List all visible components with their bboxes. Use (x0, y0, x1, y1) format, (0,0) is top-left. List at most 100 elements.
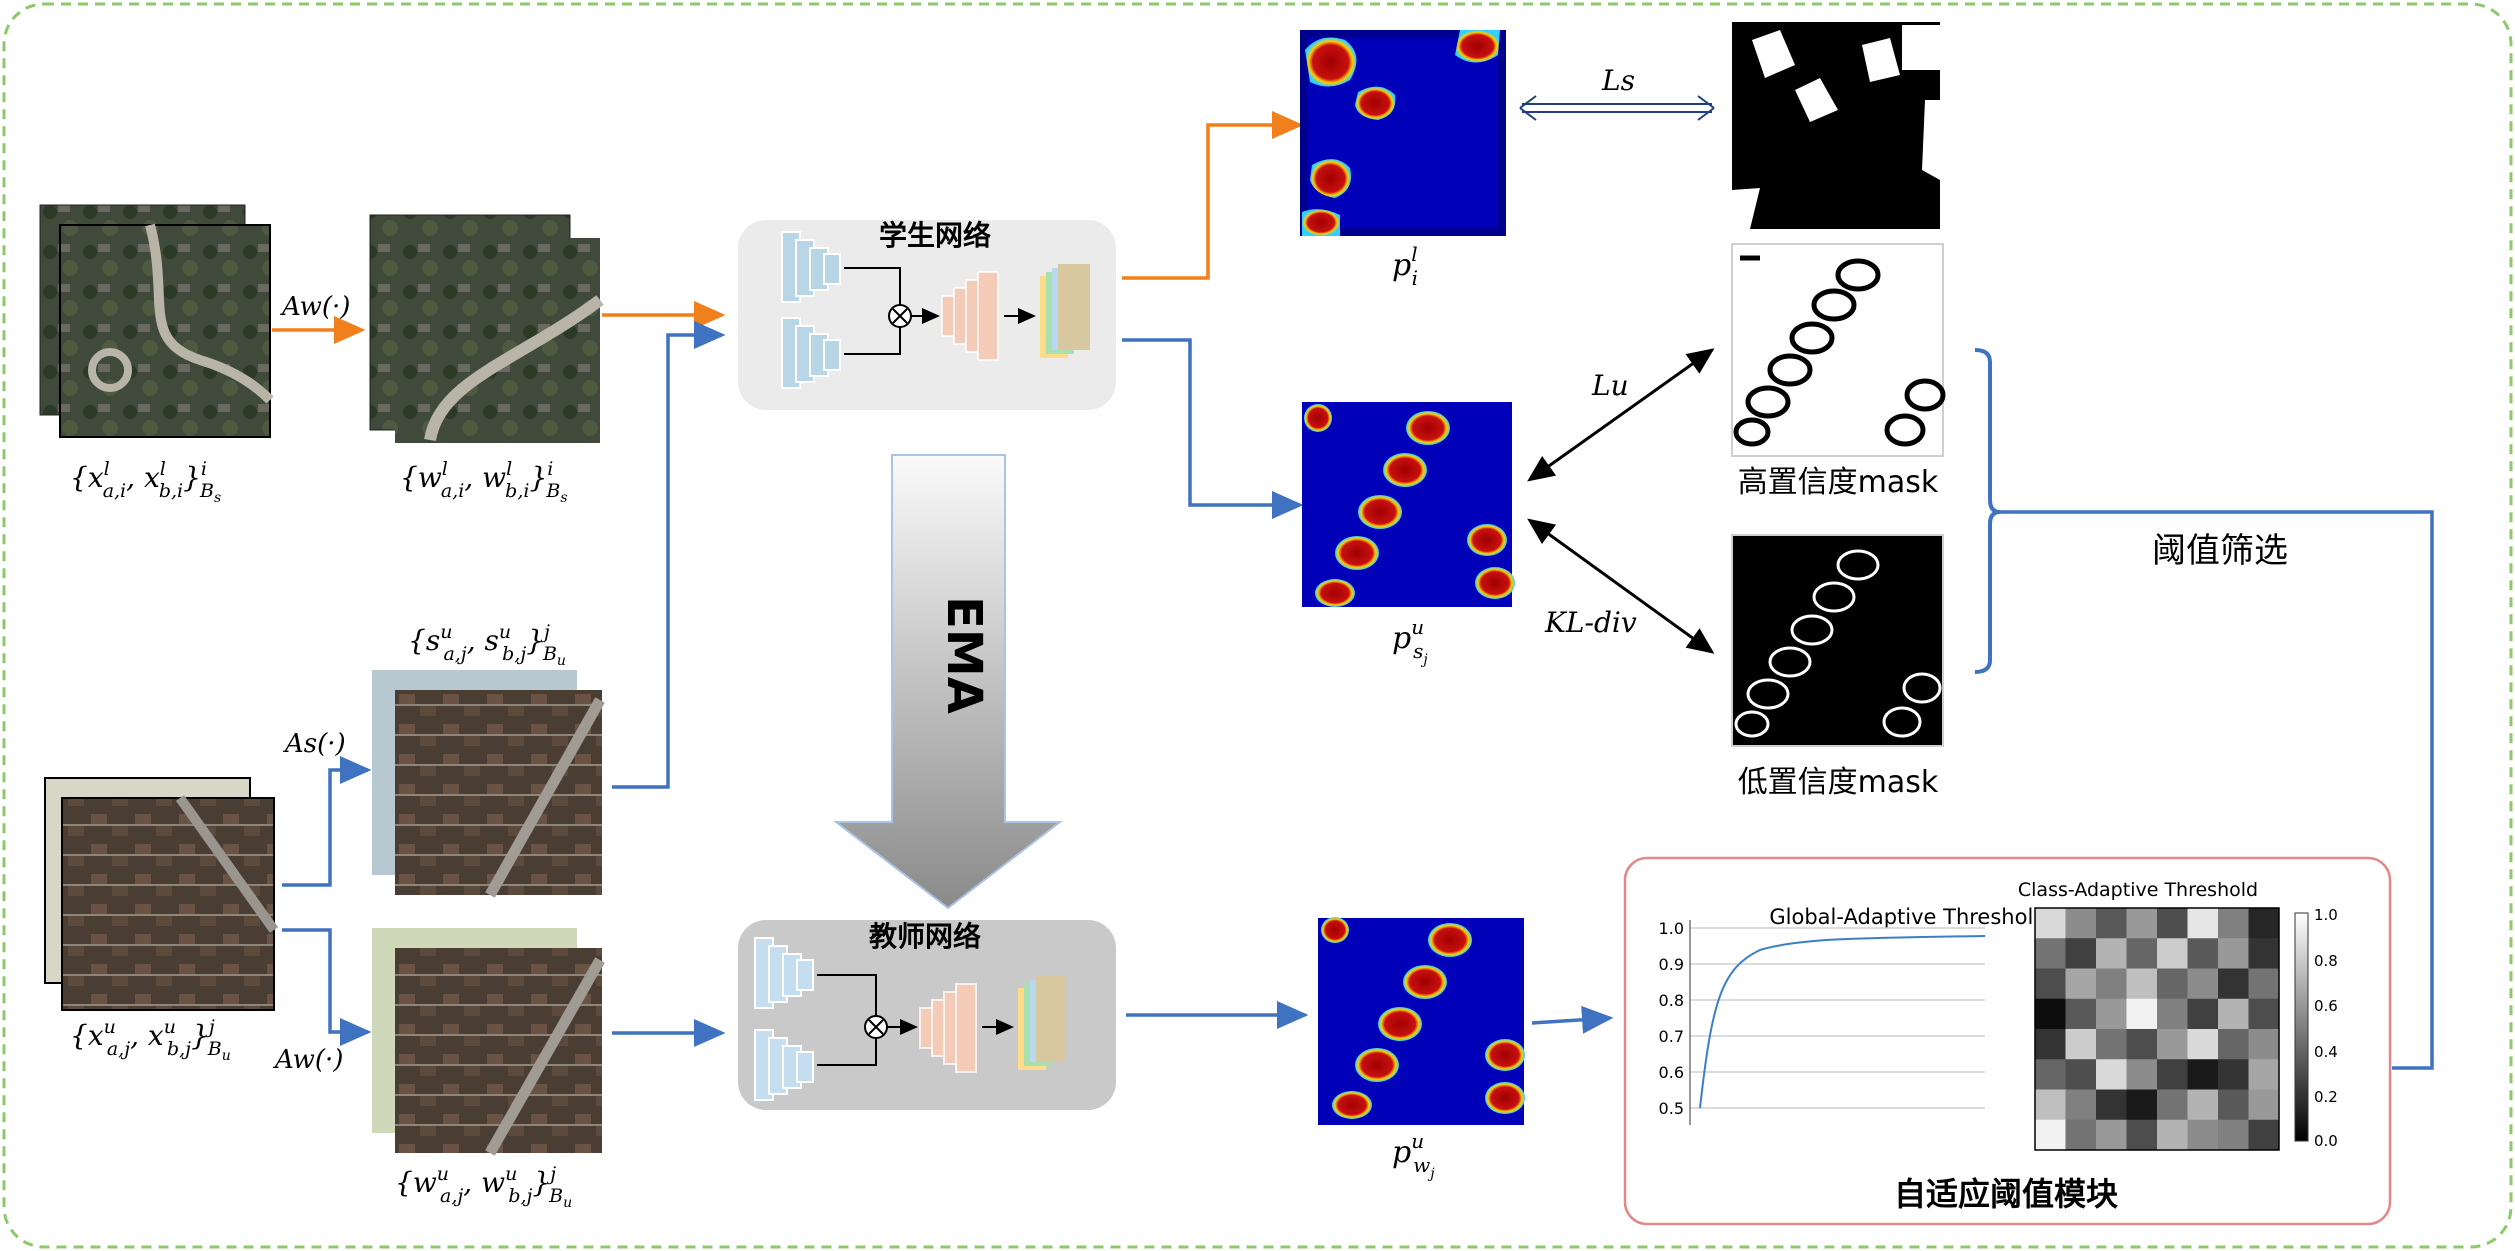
student-encoder-icon (781, 231, 841, 389)
heatmap-cell (2187, 1029, 2219, 1060)
heatmap-cell (2065, 938, 2097, 969)
heatmap-cell (2218, 1119, 2249, 1151)
heatmap-cell (2248, 1059, 2280, 1090)
colorbar-tick: 0.4 (2314, 1043, 2338, 1061)
low-confidence-mask (1731, 534, 1944, 747)
heatmap-cell (2035, 908, 2066, 939)
ls-label: Ls (1601, 64, 1635, 97)
global-ytick: 0.9 (1659, 955, 1684, 974)
heatmap-cell (2157, 1119, 2188, 1151)
heatmap-cell (2187, 998, 2219, 1030)
colorbar-tick: 0.6 (2314, 997, 2338, 1015)
adaptive-threshold-module: 自适应阈值模块 Global-Adaptive Threshold 1.0 0.… (1623, 856, 2392, 1226)
prediction-map-strong (1302, 402, 1515, 607)
heatmap-cell (2065, 998, 2097, 1030)
heatmap-cell (2035, 1089, 2066, 1121)
mask-bracket (1974, 348, 2001, 674)
heatmap-cell (2096, 998, 2127, 1030)
heatmap-cell (2126, 1089, 2158, 1121)
ground-truth-mask (1732, 22, 1940, 229)
heatmap-cell (2126, 1029, 2158, 1060)
global-ytick: 0.6 (1659, 1063, 1684, 1082)
heatmap-cell (2096, 1059, 2127, 1090)
kl-label: KL-div (1544, 606, 1637, 639)
labeled-weak-images (369, 214, 604, 443)
heatmap-cell (2218, 1089, 2249, 1121)
global-chart-yticks: 1.0 0.9 0.8 0.7 0.6 0.5 (1659, 919, 1684, 1118)
heatmap-cell (2218, 908, 2249, 939)
high-mask-label: 高置信度mask (1738, 465, 1939, 500)
heatmap-cell (2187, 938, 2219, 969)
global-ytick: 0.5 (1659, 1099, 1684, 1118)
student-to-pl-arrow (1122, 111, 1304, 280)
colorbar-tick: 0.2 (2314, 1088, 2338, 1106)
ema-label: EMA (936, 596, 992, 714)
heatmap-cell (2065, 1029, 2097, 1060)
pw-to-module-arrow (1531, 1005, 1614, 1034)
heatmap-cell (2157, 1029, 2188, 1060)
heatmap-cell (2157, 938, 2188, 969)
teacher-encoder-icon (754, 937, 814, 1101)
heatmap-cell (2096, 1119, 2127, 1151)
student-fusion-icon (888, 304, 912, 328)
heatmap-cell (2035, 998, 2066, 1030)
high-confidence-mask (1731, 243, 1946, 457)
heatmap-cell (2187, 908, 2219, 939)
colorbar-ticks: 1.0 0.8 0.6 0.4 0.2 0.0 (2314, 906, 2338, 1150)
low-mask-label: 低置信度mask (1738, 765, 1939, 800)
global-chart-title: Global-Adaptive Threshold (1769, 905, 2046, 929)
heatmap-cell (2035, 938, 2066, 969)
heatmap-cell (2035, 1059, 2066, 1090)
ls-double-arrow (1519, 95, 1715, 121)
heatmap-cell (2218, 1029, 2249, 1060)
heatmap-cell (2218, 998, 2249, 1030)
heatmap-cell (2065, 1059, 2097, 1090)
heatmap-cell (2065, 908, 2097, 939)
heatmap-cell (2035, 1029, 2066, 1060)
labeled-input-images (39, 204, 274, 438)
class-chart-title: Class-Adaptive Threshold (2018, 879, 2258, 901)
student-decoder-icon (941, 271, 999, 361)
prediction-map-weak (1318, 917, 1525, 1125)
lu-label: Lu (1591, 369, 1629, 402)
as-unlabeled-arrow (282, 756, 372, 887)
global-ytick: 0.7 (1659, 1027, 1684, 1046)
heatmap-cell (2157, 908, 2188, 939)
class-threshold-heatmap (2035, 908, 2280, 1151)
heatmap-cell (2218, 968, 2249, 1000)
heatmap-cell (2187, 1119, 2219, 1151)
heatmap-cell (2157, 968, 2188, 1000)
heatmap-cell (2187, 968, 2219, 1000)
lu-arrow (1527, 348, 1715, 482)
strong-to-student-arrow (612, 321, 726, 789)
heatmap-cell (2248, 908, 2280, 939)
colorbar-tick: 0.0 (2314, 1132, 2338, 1150)
global-ytick: 1.0 (1659, 919, 1684, 938)
teacher-network-title: 教师网络 (869, 920, 981, 953)
ema-arrow: EMA (833, 454, 1063, 910)
kl-arrow (1527, 518, 1715, 654)
as-unlabeled-label: As(·) (283, 729, 346, 759)
student-to-ps-arrow (1122, 338, 1304, 519)
heatmap-cell (2248, 998, 2280, 1030)
heatmap-cell (2096, 1089, 2127, 1121)
heatmap-cell (2035, 968, 2066, 1000)
teacher-output-icon (1018, 976, 1066, 1070)
heatmap-cell (2126, 1119, 2158, 1151)
heatmap-cell (2126, 998, 2158, 1030)
heatmap-cell (2126, 1059, 2158, 1090)
unlabeled-strong-images (372, 670, 605, 898)
heatmap-cell (2248, 938, 2280, 969)
heatmap-cell (2035, 1119, 2066, 1151)
teacher-decoder-icon (919, 983, 977, 1073)
aw-labeled-label: Aw(·) (280, 292, 350, 322)
heatmap-cell (2187, 1089, 2219, 1121)
heatmap-cell (2157, 1089, 2188, 1121)
unlabeled-weak-images (372, 928, 605, 1156)
